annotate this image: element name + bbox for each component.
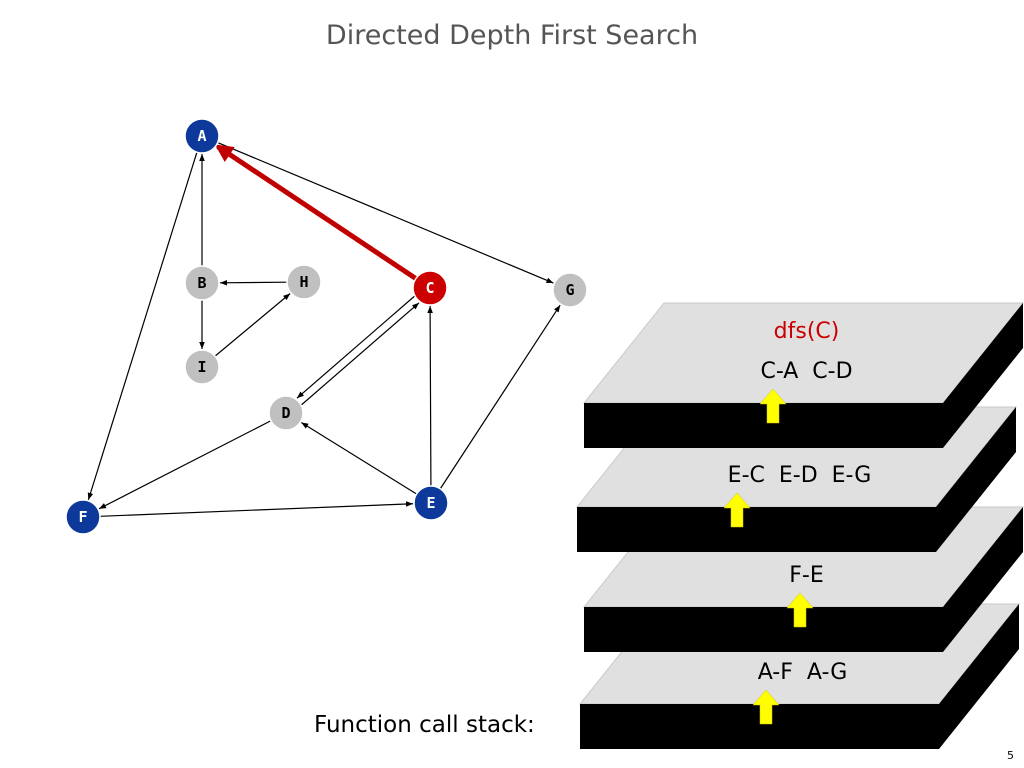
node-circle [65,499,101,535]
node-e: E [413,485,449,521]
node-label: G [565,281,574,299]
stack-label: Function call stack: [314,712,535,738]
slide-title: Directed Depth First Search [325,20,699,51]
edge-a-g [217,142,554,284]
frame-edges: F-E [789,563,824,588]
edge-d-f [98,420,272,510]
frame-side [936,407,1016,552]
node-circle [184,118,220,154]
node-h: H [286,264,322,300]
node-circle [552,272,588,308]
edge-h-b [219,279,288,286]
node-label: F [78,508,87,526]
node-label: D [281,404,290,422]
nodes-layer: A B H C G I D F E [65,118,588,535]
frame-edges: C-A C-D [760,359,852,384]
edge-c-a [214,144,418,281]
frame-side [943,303,1023,448]
node-g: G [552,272,588,308]
edges-layer [87,142,561,517]
pointer-arrow-icon [786,592,814,628]
stack-frame: dfs(C) C-A C-D [582,302,1024,448]
node-label: C [425,279,434,297]
frame-edges: E-C E-D E-G [728,463,872,488]
node-a: A [184,118,220,154]
node-circle [413,485,449,521]
frame-front [580,704,939,749]
pointer-arrow-icon [723,492,751,528]
edge-e-c [427,305,433,487]
edge-c-d [296,295,415,399]
frame-side [939,604,1019,749]
frame-front [584,607,943,652]
node-c: C [412,270,448,306]
node-label: E [426,494,435,512]
page-number: 5 [1007,749,1014,762]
edge-d-c [301,302,420,406]
edge-f-e [99,501,414,517]
frame-front [584,403,943,448]
node-d: D [268,395,304,431]
node-circle [268,395,304,431]
node-label: I [197,358,206,376]
node-i: I [184,349,220,385]
frame-side [943,507,1023,652]
node-circle [184,349,220,385]
node-f: F [65,499,101,535]
node-label: B [197,274,206,292]
edge-a-f [87,152,198,500]
node-circle [184,265,220,301]
frame-edges: A-F A-G [758,660,848,685]
frames-layer: A-F A-G F-E E-C E-D E-G dfs(C) C-A C-D [575,302,1024,749]
node-circle [286,264,322,300]
edge-e-d [300,421,417,495]
node-b: B [184,265,220,301]
frame-header: dfs(C) [774,319,840,344]
frame-front [577,507,936,552]
node-label: A [197,127,206,145]
edge-e-g [439,304,561,490]
pointer-arrow-icon [759,388,787,424]
node-label: H [299,273,308,291]
pointer-arrow-icon [752,689,780,725]
node-circle [412,270,448,306]
edge-i-h [214,293,291,357]
